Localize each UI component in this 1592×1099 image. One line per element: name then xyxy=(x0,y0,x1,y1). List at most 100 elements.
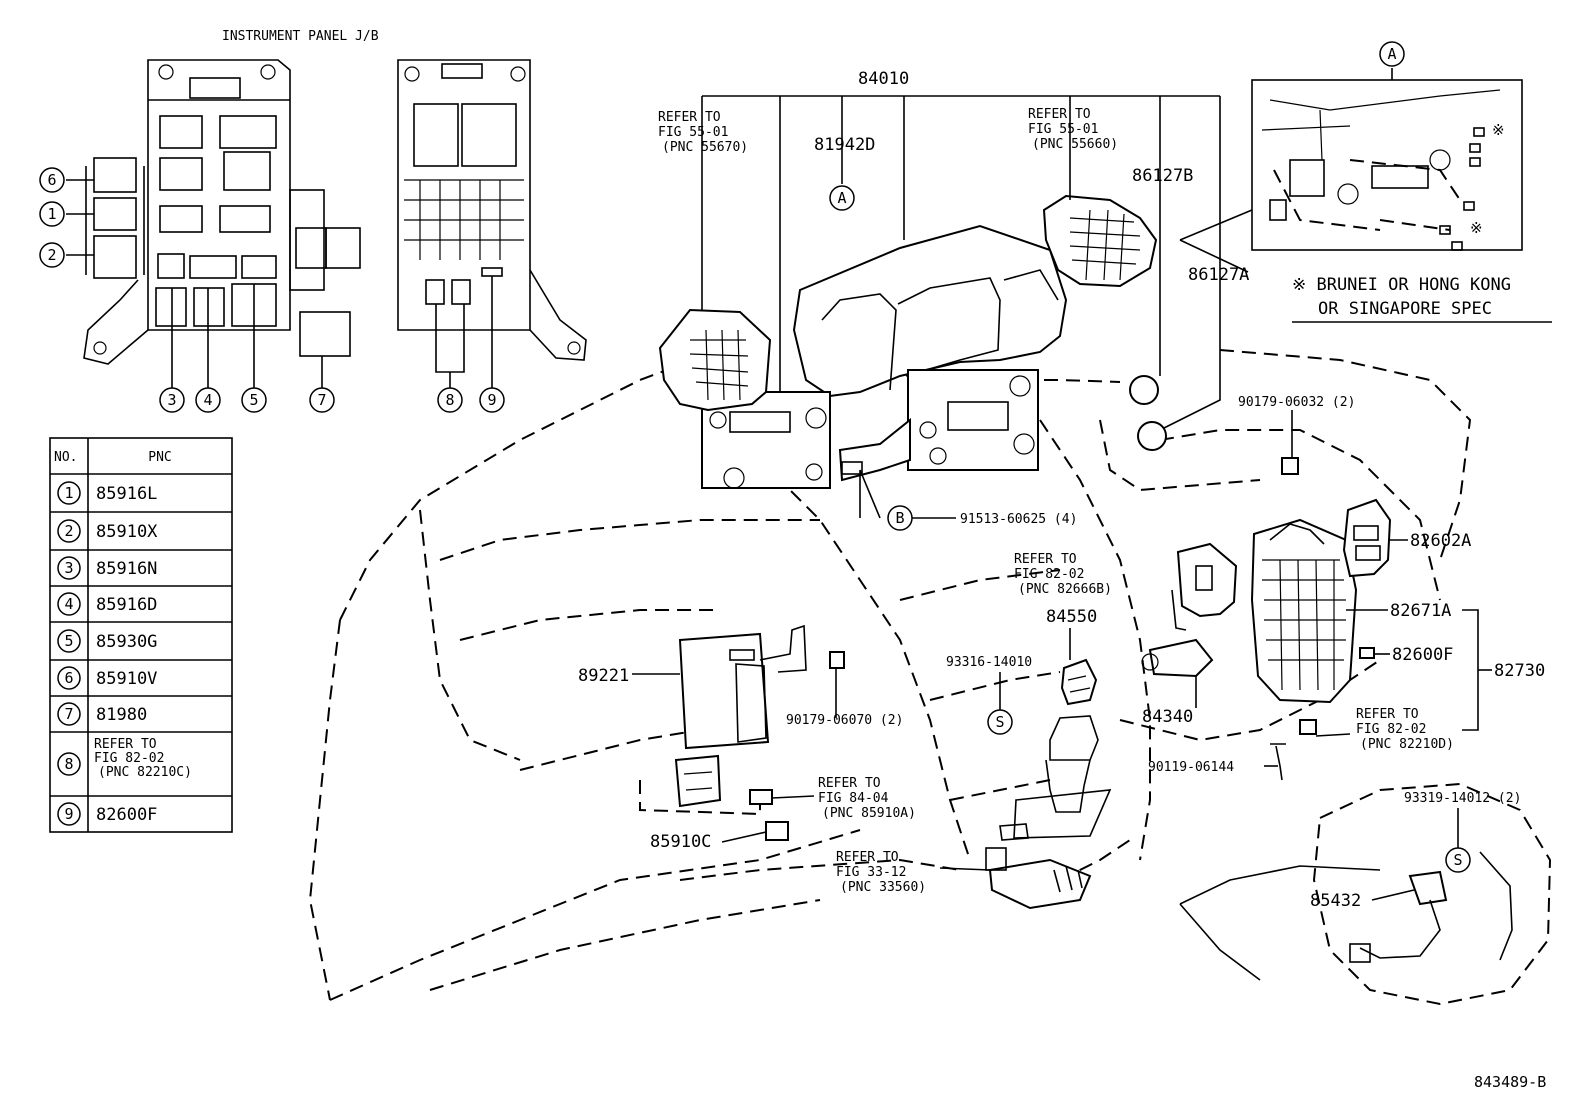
table-row-number-circle xyxy=(57,519,81,543)
clip-90179-06032 xyxy=(1281,457,1299,475)
refer-fig82-02-lower-1: REFER TO xyxy=(1356,707,1419,722)
inset-asterisk-lower: ※ xyxy=(1470,219,1483,237)
label-93319-14012: 93319-14012 (2) xyxy=(1404,791,1521,806)
table-row-number: 4 xyxy=(64,595,73,613)
refer-fig55-left-3: (PNC 55670) xyxy=(662,140,748,155)
svg-text:1: 1 xyxy=(47,205,56,223)
table-row-number: 9 xyxy=(64,805,73,823)
marker-s-upper xyxy=(987,709,1013,735)
figure-id: 843489-B xyxy=(1474,1073,1546,1091)
marker-s-upper-letter: S xyxy=(995,713,1004,731)
dashboard-outline xyxy=(308,349,1472,1001)
refer-fig82-02-upper-3: (PNC 82666B) xyxy=(1018,582,1112,597)
refer-fig84-04-3: (PNC 85910A) xyxy=(822,806,916,821)
table-header-pnc: PNC xyxy=(148,450,171,465)
switch-84550 xyxy=(1060,658,1098,706)
svg-text:3: 3 xyxy=(167,391,176,409)
label-89221: 89221 xyxy=(578,666,629,686)
table-row-number: 2 xyxy=(64,522,73,540)
label-84340: 84340 xyxy=(1142,707,1193,727)
cover-82602a xyxy=(1342,498,1392,578)
knob-86127a xyxy=(1137,421,1167,451)
refer-fig82-02-lower-3: (PNC 82210D) xyxy=(1360,737,1454,752)
floor-module xyxy=(985,847,1092,910)
callout-9: 9 xyxy=(479,387,505,413)
junction-block-front xyxy=(83,59,361,365)
table-header-no: NO. xyxy=(54,450,77,465)
callout-7: 7 xyxy=(309,387,335,413)
label-84010: 84010 xyxy=(858,69,909,89)
center-cluster xyxy=(701,224,1068,489)
label-82602a: 82602A xyxy=(1410,531,1471,551)
table-row-pnc: 85910X xyxy=(96,522,158,542)
junction-block-rear xyxy=(397,59,587,361)
table-row-number-circle xyxy=(57,556,81,580)
refer-fig33-12-2: FIG 33-12 xyxy=(836,865,906,880)
label-85432: 85432 xyxy=(1310,891,1361,911)
knob-86127b xyxy=(1129,375,1159,405)
callout-5: 5 xyxy=(241,387,267,413)
refer-fig82-02-upper-2: FIG 82-02 xyxy=(1014,567,1084,582)
table-row-number-circle xyxy=(57,702,81,726)
refer-fig33-12-1: REFER TO xyxy=(836,850,899,865)
table-row-number-circle xyxy=(57,481,81,505)
label-90179-06032: 90179-06032 (2) xyxy=(1238,395,1355,410)
label-82671a: 82671A xyxy=(1390,601,1451,621)
relay-group xyxy=(639,754,789,841)
refer-fig55-right-1: REFER TO xyxy=(1028,107,1091,122)
svg-text:7: 7 xyxy=(317,391,326,409)
label-93316-14010: 93316-14010 xyxy=(946,655,1032,670)
svg-text:6: 6 xyxy=(47,171,56,189)
table-row-number-circle xyxy=(57,629,81,653)
refer-fig82-02-lower-2: FIG 82-02 xyxy=(1356,722,1426,737)
table-row-pnc: 81980 xyxy=(96,705,147,725)
table-row-pnc: 85916L xyxy=(96,484,157,504)
svg-text:4: 4 xyxy=(203,391,212,409)
table-row-pnc: 82600F xyxy=(96,805,157,825)
right-vent xyxy=(1042,194,1158,288)
label-90179-06070: 90179-06070 (2) xyxy=(786,713,903,728)
inset-a-detail: A ※ ※ xyxy=(1251,41,1523,251)
table-row-pnc: 85910V xyxy=(96,669,157,689)
clip-90179-06070 xyxy=(829,651,845,669)
left-vent xyxy=(658,308,772,412)
callout-2: 2 xyxy=(39,242,65,268)
label-90119-06144: 90119-06144 xyxy=(1148,760,1234,775)
table-row-pnc-line: FIG 82-02 xyxy=(94,751,164,766)
inset-a-marker: A xyxy=(1387,45,1396,63)
marker-a xyxy=(829,185,855,211)
label-84550: 84550 xyxy=(1046,607,1097,627)
table-row-number: 5 xyxy=(64,632,73,650)
svg-text:9: 9 xyxy=(487,391,496,409)
marker-b xyxy=(887,505,913,531)
table-row-number: 8 xyxy=(64,755,73,773)
table-row-number: 7 xyxy=(64,705,73,723)
label-82600f: 82600F xyxy=(1392,645,1453,665)
callout-3: 3 xyxy=(159,387,185,413)
bracket-82666b xyxy=(1171,542,1238,631)
refer-fig55-left-1: REFER TO xyxy=(658,110,721,125)
callout-6: 6 xyxy=(39,167,65,193)
refer-fig82-02-upper-1: REFER TO xyxy=(1014,552,1077,567)
label-82730: 82730 xyxy=(1494,661,1545,681)
inset-asterisk-upper: ※ xyxy=(1492,121,1505,139)
label-81942d: 81942D xyxy=(814,135,875,155)
table-row-pnc-line: REFER TO xyxy=(94,737,157,752)
table-row-pnc: 85916N xyxy=(96,559,157,579)
switch-84340 xyxy=(1141,638,1214,678)
table-row-number: 3 xyxy=(64,559,73,577)
steering-wheel xyxy=(1179,782,1552,1006)
marker-s-lower xyxy=(1445,847,1471,873)
marker-a-letter: A xyxy=(837,189,846,207)
table-row-number-circle xyxy=(57,592,81,616)
table-row-pnc-line: (PNC 82210C) xyxy=(98,765,192,780)
marker-b-letter: B xyxy=(895,509,904,527)
fuse-82600f xyxy=(1359,647,1375,659)
table-row-number-circle xyxy=(57,802,81,826)
shift-lever xyxy=(1013,715,1112,839)
refer-fig55-left-2: FIG 55-01 xyxy=(658,125,728,140)
table-row-number: 6 xyxy=(64,669,73,687)
